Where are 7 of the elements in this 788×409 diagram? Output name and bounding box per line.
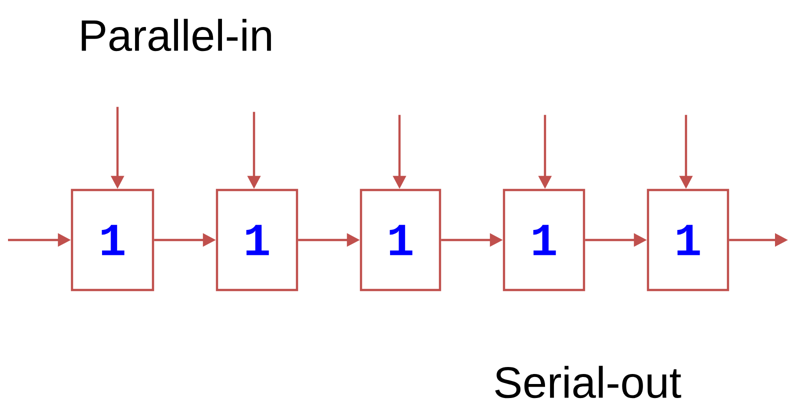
caption-text: Serial-out: [495, 366, 682, 398]
register-box: 1: [360, 188, 442, 292]
register-box: 1: [70, 188, 154, 292]
register-box: 1: [502, 188, 586, 292]
register-box: 1: [216, 188, 298, 292]
register-box: 1: [646, 188, 730, 292]
caption-text: Parallel-in: [82, 18, 271, 52]
